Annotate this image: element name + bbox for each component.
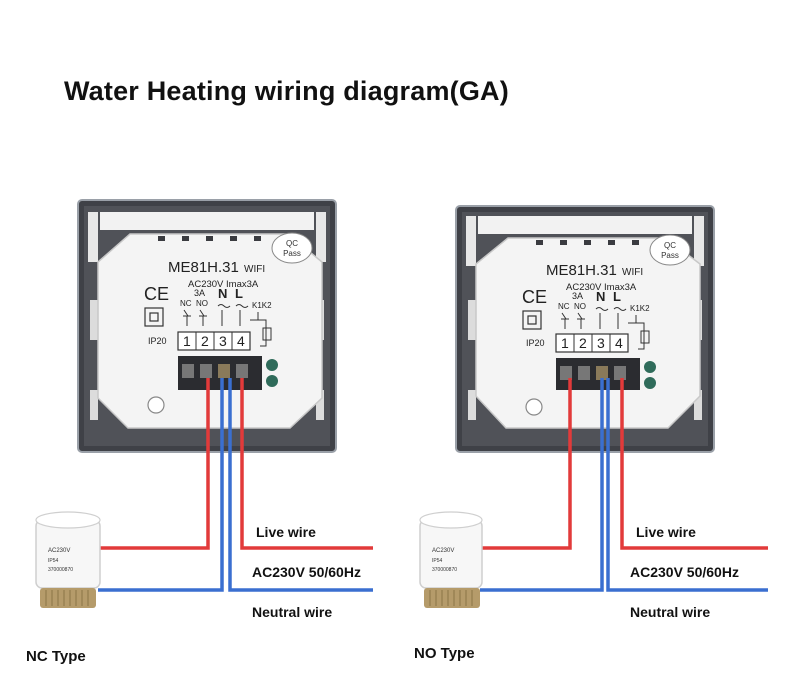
terminal-1: 1 bbox=[183, 333, 191, 349]
no-type-diagram: QC Pass ME81H.31 WIFI AC230V Imax3A CE I… bbox=[378, 0, 778, 700]
actuator-ip: IP54 bbox=[432, 558, 443, 564]
rating-text: AC230V Imax3A bbox=[188, 279, 259, 290]
type-label: NC Type bbox=[26, 648, 86, 665]
ip-rating: IP20 bbox=[526, 338, 545, 348]
screw-terminals bbox=[178, 356, 278, 390]
mount-hole bbox=[525, 398, 543, 416]
terminal-l-label: L bbox=[613, 289, 621, 304]
type-label: NO Type bbox=[414, 645, 475, 662]
terminal-no-label: NO bbox=[196, 299, 208, 308]
ce-mark: CE bbox=[144, 284, 169, 304]
terminal-symbols bbox=[561, 307, 650, 350]
supply-label: AC230V 50/60Hz bbox=[630, 564, 739, 580]
terminal-2: 2 bbox=[579, 335, 587, 351]
wires bbox=[98, 378, 373, 592]
supply-label: AC230V 50/60Hz bbox=[252, 564, 361, 580]
terminal-1: 1 bbox=[561, 335, 569, 351]
actuator: AC230V IP54 370000870 bbox=[419, 511, 483, 608]
pass-text: Pass bbox=[661, 251, 679, 260]
pass-text: Pass bbox=[283, 249, 301, 258]
qc-pass-sticker: QC Pass bbox=[271, 232, 313, 264]
qc-pass-sticker: QC Pass bbox=[649, 234, 691, 266]
terminal-4: 4 bbox=[237, 333, 245, 349]
terminal-nc-label: NC bbox=[558, 302, 570, 311]
model-suffix: WIFI bbox=[244, 264, 265, 275]
k1k2-label: K1K2 bbox=[630, 304, 650, 313]
ip-rating: IP20 bbox=[148, 336, 167, 346]
double-insulation-icon bbox=[522, 310, 542, 330]
actuator-code: 370000870 bbox=[48, 567, 73, 573]
model-suffix: WIFI bbox=[622, 267, 643, 278]
model-text: ME81H.31 bbox=[546, 262, 617, 279]
terminal-2: 2 bbox=[201, 333, 209, 349]
terminal-block: 1 2 3 4 bbox=[555, 333, 629, 353]
neutral-wire-label: Neutral wire bbox=[630, 604, 711, 620]
live-wire-label: Live wire bbox=[256, 524, 316, 540]
current-text: 3A bbox=[572, 291, 583, 301]
actuator-rating: AC230V bbox=[432, 548, 454, 554]
neutral-wire-label: Neutral wire bbox=[252, 604, 333, 620]
terminal-symbols bbox=[183, 304, 272, 347]
terminal-4: 4 bbox=[615, 335, 623, 351]
actuator: AC230V IP54 370000870 bbox=[35, 511, 101, 608]
k1k2-label: K1K2 bbox=[252, 301, 272, 310]
live-wire-label: Live wire bbox=[636, 524, 696, 540]
mount-hole bbox=[147, 396, 165, 414]
terminal-n-label: N bbox=[596, 289, 605, 304]
nc-type-diagram: QC Pass ME81H.31 WIFI AC230V Imax3A CE I… bbox=[26, 199, 373, 665]
terminal-nc-label: NC bbox=[180, 299, 192, 308]
diagram-title: Water Heating wiring diagram(GA) bbox=[64, 76, 509, 106]
terminal-block: 1 2 3 4 bbox=[177, 331, 251, 351]
qc-text: QC bbox=[286, 239, 298, 248]
terminal-no-label: NO bbox=[574, 302, 586, 311]
actuator-rating: AC230V bbox=[48, 548, 70, 554]
terminal-3: 3 bbox=[597, 335, 605, 351]
terminal-l-label: L bbox=[235, 286, 243, 301]
terminal-3: 3 bbox=[219, 333, 227, 349]
terminal-n-label: N bbox=[218, 286, 227, 301]
actuator-ip: IP54 bbox=[48, 558, 59, 564]
ce-mark: CE bbox=[522, 287, 547, 307]
model-text: ME81H.31 bbox=[168, 259, 239, 276]
screw-terminals bbox=[556, 358, 656, 390]
actuator-code: 370000870 bbox=[432, 567, 457, 573]
qc-text: QC bbox=[664, 241, 676, 250]
wires bbox=[480, 378, 768, 592]
rating-text: AC230V Imax3A bbox=[566, 282, 637, 293]
double-insulation-icon bbox=[144, 307, 164, 327]
current-text: 3A bbox=[194, 288, 205, 298]
